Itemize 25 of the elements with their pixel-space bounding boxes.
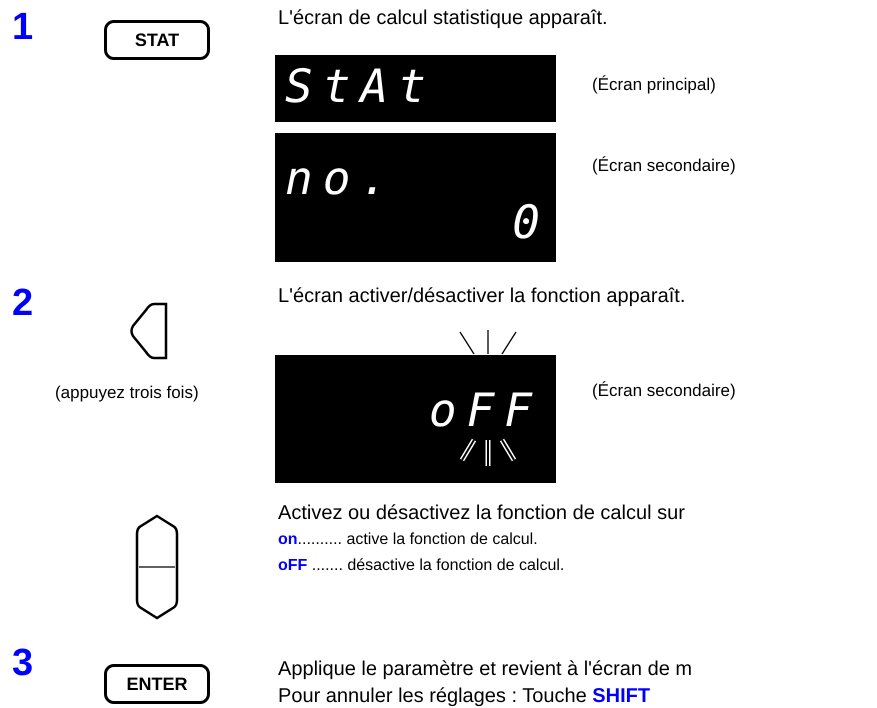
segment-readout: oFF: [428, 387, 542, 433]
up-down-key-icon: [135, 514, 179, 620]
lcd-display: [275, 133, 556, 262]
key-button: STAT: [104, 20, 210, 60]
caption-text: (Écran secondaire): [592, 155, 736, 177]
lcd-display: [275, 355, 556, 483]
segment-readout: no.: [285, 155, 398, 201]
step-number: 3: [12, 641, 34, 686]
lcd-display: [275, 55, 556, 122]
caption-text: (Écran secondaire): [592, 380, 736, 402]
instruction-text: Activez ou désactivez la fonction de calcul sur: [278, 501, 685, 526]
left-arrow-key-icon: [130, 302, 170, 360]
caption-text: (Écran principal): [592, 74, 716, 96]
segment-readout: 0: [512, 199, 550, 245]
instruction-text: Applique le paramètre et revient à l'écran de m: [278, 657, 692, 682]
segment-readout: StAt: [285, 63, 436, 109]
caption-text: (appuyez trois fois): [55, 382, 199, 404]
option-text: on.......... active la fonction de calcul.: [278, 530, 538, 550]
key-button: ENTER: [104, 664, 210, 704]
option-text: oFF ....... désactive la fonction de calcul.: [278, 556, 564, 576]
step-number: 2: [12, 281, 34, 326]
instruction-text: L'écran activer/désactiver la fonction apparaît.: [278, 284, 686, 309]
instruction-text: L'écran de calcul statistique apparaît.: [278, 6, 608, 31]
step-number: 1: [12, 5, 34, 50]
instruction-text: Pour annuler les réglages : Touche SHIFT: [278, 684, 650, 708]
